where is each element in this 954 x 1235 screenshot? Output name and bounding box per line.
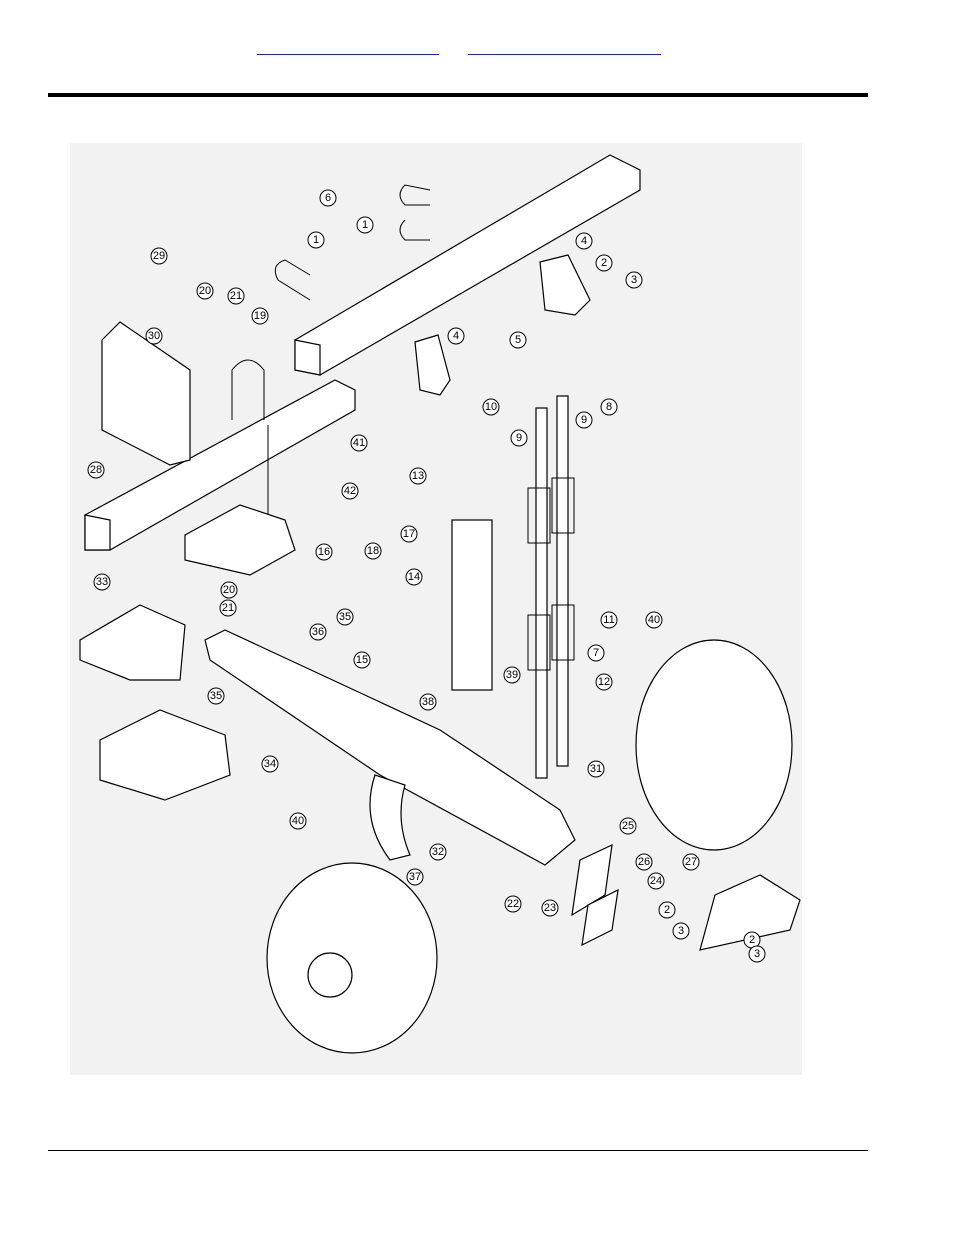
callout-label: 31 [590,763,602,775]
footer-rule [48,1150,868,1151]
bracket-16 [185,505,295,575]
callout-label: 24 [650,875,662,887]
callout-label: 34 [264,758,276,770]
callout-label: 35 [339,611,351,623]
bracket-34 [100,710,230,800]
callout-label: 29 [153,250,165,262]
disc-40-left [267,863,437,1053]
callout-label: 6 [325,192,331,204]
callout-label: 20 [223,584,235,596]
callout-label: 1 [313,234,319,246]
bracket-4-right [540,255,590,315]
spring-tube-14 [452,520,492,690]
callout-label: 2 [664,904,670,916]
disc-40-right [636,640,792,850]
callout-label: 19 [254,310,266,322]
spring-arm-left [536,408,547,778]
upper-toolbar-beam [295,155,640,375]
callout-label: 1 [362,219,368,231]
callout-label: 30 [148,330,160,342]
callout-label: 12 [598,676,610,688]
callout-label: 40 [648,614,660,626]
callout-label: 37 [409,871,421,883]
bracket-28 [102,322,190,465]
callout-label: 2 [749,934,755,946]
callout-label: 4 [581,235,587,247]
callout-label: 11 [603,614,614,626]
callout-label: 18 [367,545,379,557]
callout-label: 3 [678,925,684,937]
spring-arm-right [557,396,568,766]
callout-label: 8 [606,401,612,413]
callout-label: 14 [408,571,420,583]
shank [370,775,410,860]
callout-label: 5 [515,334,521,346]
callout-label: 22 [507,898,519,910]
bracket-33 [80,605,185,680]
callout-label: 13 [412,470,424,482]
callout-label: 2 [601,257,607,269]
callout-label: 42 [344,485,356,497]
callout-label: 26 [638,856,650,868]
bracket-4-left [415,335,450,395]
callout-label: 4 [453,330,459,342]
callout-label: 9 [581,414,587,426]
callout-label: 20 [199,285,211,297]
callout-label: 9 [516,432,522,444]
callout-label: 21 [222,602,234,614]
callout-label: 32 [432,846,444,858]
callout-label: 3 [754,948,760,960]
callout-label: 16 [318,546,330,558]
callout-label: 40 [292,815,304,827]
callout-label: 10 [485,401,497,413]
callout-label: 41 [353,437,365,449]
callout-label: 3 [631,274,637,286]
callout-label: 21 [230,290,242,302]
callout-label: 17 [403,528,415,540]
callout-label: 25 [622,820,634,832]
callout-label: 7 [593,647,599,659]
callout-label: 15 [356,654,368,666]
callout-label: 33 [96,576,108,588]
callout-label: 35 [210,690,222,702]
callout-label: 27 [685,856,697,868]
callout-label: 39 [506,669,518,681]
callout-label: 23 [544,902,556,914]
callout-label: 28 [90,464,102,476]
callout-label: 38 [422,696,434,708]
callout-label: 36 [312,626,324,638]
disc-hub-left [308,953,352,997]
